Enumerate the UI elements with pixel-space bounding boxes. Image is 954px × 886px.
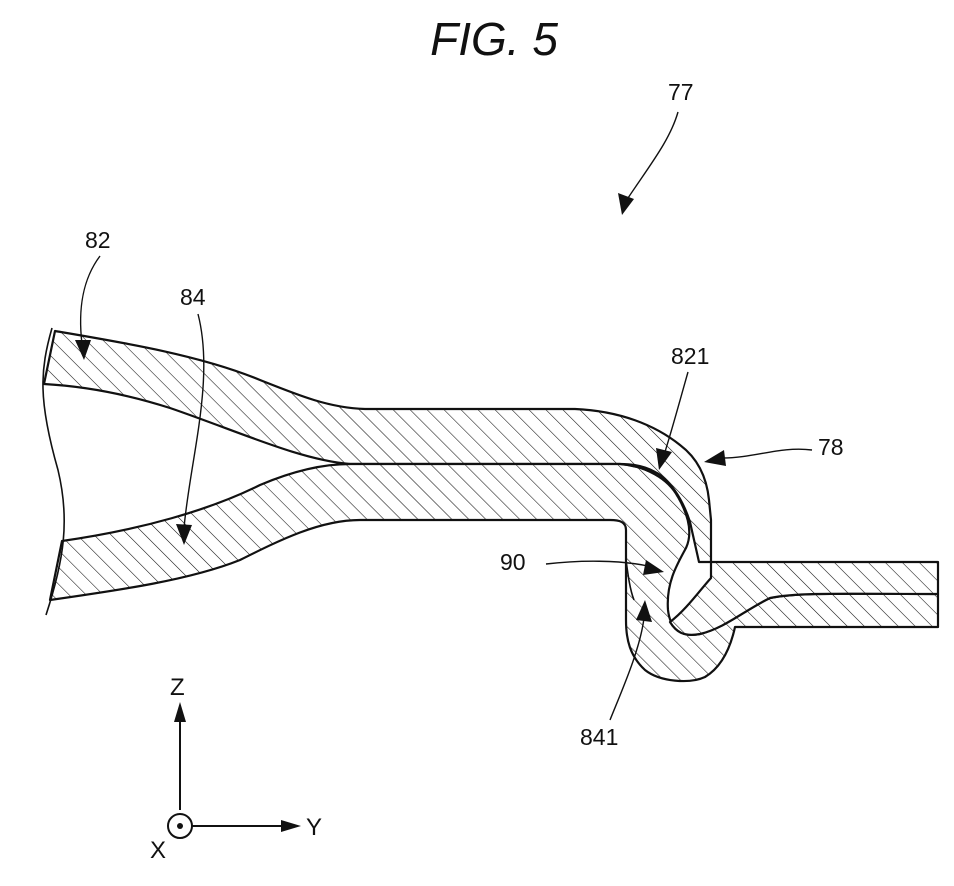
- ref-label-90: 90: [500, 549, 526, 575]
- ref-label-84: 84: [180, 284, 206, 310]
- arrow-78: [704, 450, 726, 466]
- x-axis-symbol-dot: [177, 823, 183, 829]
- x-axis-label: X: [150, 837, 166, 864]
- y-axis-label: Y: [306, 814, 322, 841]
- ref-label-78: 78: [818, 434, 844, 460]
- leader-77: [628, 112, 678, 198]
- z-axis-arrow: [174, 702, 186, 722]
- ref-label-841: 841: [580, 724, 618, 750]
- leader-82: [81, 256, 100, 344]
- ref-label-77: 77: [668, 79, 694, 105]
- z-axis-label: Z: [170, 674, 185, 701]
- y-axis-arrow: [281, 820, 301, 832]
- ref-label-82: 82: [85, 227, 111, 253]
- arrow-77: [618, 193, 634, 215]
- ref-label-821: 821: [671, 343, 709, 369]
- figure-title: FIG. 5: [430, 13, 558, 65]
- leader-84: [184, 314, 204, 528]
- leader-78: [722, 449, 812, 458]
